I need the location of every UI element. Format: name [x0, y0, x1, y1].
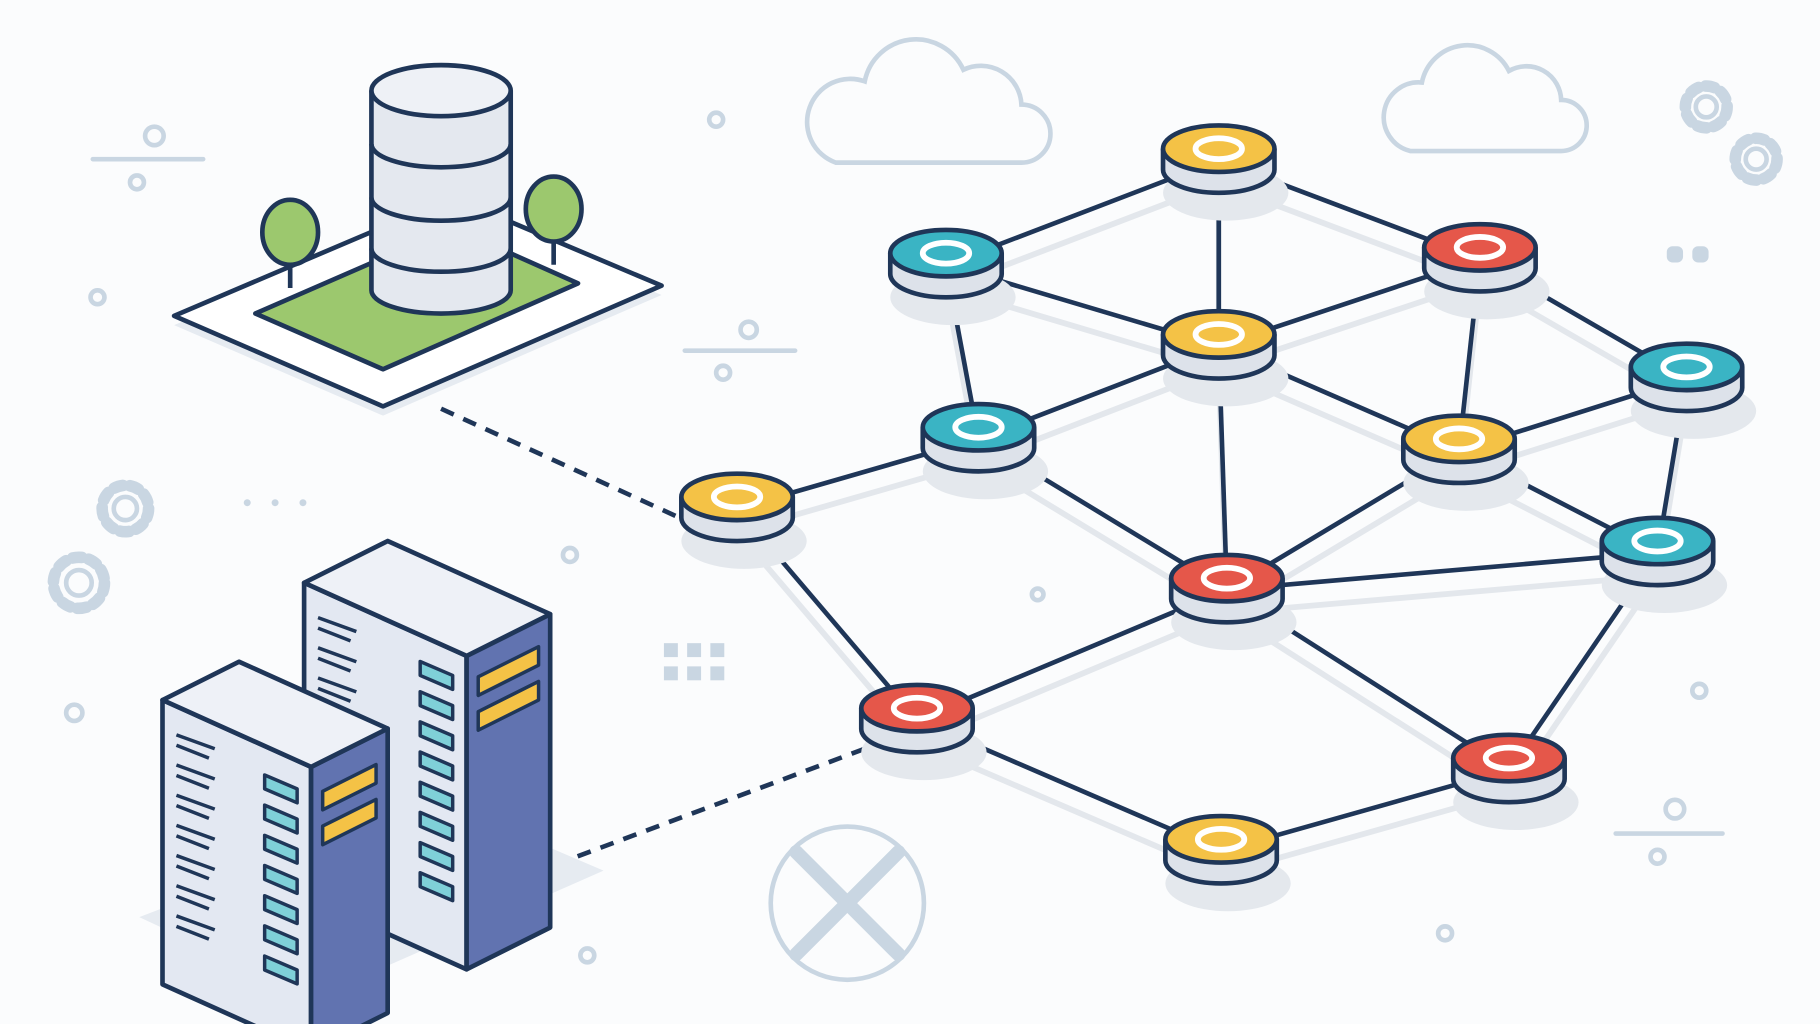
- network-node-yellow[interactable]: [1400, 413, 1529, 511]
- tree-icon: [260, 197, 321, 288]
- network-node-yellow[interactable]: [1160, 308, 1289, 407]
- drive-slot: [262, 773, 299, 805]
- network-node-teal[interactable]: [887, 227, 1016, 326]
- node-ring-icon: [919, 239, 973, 267]
- dashed-link-servers: [554, 746, 866, 868]
- dashed-link-database: [440, 406, 686, 523]
- node-ring-icon: [1631, 527, 1684, 555]
- drive-slot: [418, 720, 455, 752]
- network-node-teal[interactable]: [920, 401, 1049, 500]
- gear-icon: [96, 479, 155, 538]
- server-tower: [160, 659, 391, 1024]
- drive-slot: [262, 954, 299, 986]
- network-node-red[interactable]: [1421, 221, 1550, 320]
- network-node-yellow[interactable]: [1160, 123, 1289, 221]
- node-ring-icon: [1192, 321, 1245, 348]
- network-node-yellow[interactable]: [1163, 813, 1291, 912]
- cloud-icon: [804, 37, 1053, 165]
- slider-decoration: [682, 319, 798, 383]
- drive-slot: [262, 803, 299, 835]
- server-rack-icon: [139, 538, 604, 1024]
- cloud-icon: [1381, 42, 1590, 154]
- drive-slot: [418, 750, 455, 782]
- background-decorations: [47, 37, 1783, 983]
- compass-icon: [768, 824, 927, 983]
- server-indicator: [320, 797, 378, 847]
- node-ring-icon: [710, 483, 764, 511]
- drive-slot: [418, 840, 455, 873]
- slider-decoration: [90, 124, 206, 192]
- node-ring-icon: [1482, 744, 1536, 772]
- dashed-links: [440, 406, 866, 868]
- network-nodes: [679, 123, 1757, 912]
- network-node-red[interactable]: [1450, 732, 1579, 831]
- node-ring-icon: [952, 413, 1005, 441]
- drive-slot: [262, 924, 299, 956]
- grid-dots: [243, 246, 1709, 681]
- network-edge: [1226, 550, 1658, 593]
- node-ring-icon: [1432, 425, 1486, 453]
- drive-slot: [262, 893, 299, 926]
- server-indicator: [476, 644, 541, 698]
- drive-slot: [418, 810, 455, 842]
- tree-icon: [523, 174, 584, 265]
- gear-icon: [1679, 80, 1733, 134]
- drive-slot: [418, 659, 455, 692]
- drive-slot: [418, 689, 455, 722]
- node-ring-icon: [1453, 234, 1507, 261]
- drive-slot: [262, 833, 299, 865]
- node-ring-icon: [890, 694, 944, 722]
- network-node-teal[interactable]: [1599, 515, 1728, 613]
- gear-icon: [1729, 132, 1783, 186]
- gear-icon: [47, 551, 111, 615]
- node-ring-icon: [1192, 135, 1245, 163]
- drive-slot: [418, 871, 455, 903]
- node-ring-icon: [1660, 353, 1713, 381]
- drive-slot: [262, 863, 299, 896]
- network-node-teal[interactable]: [1628, 341, 1757, 439]
- network-node-red[interactable]: [858, 682, 987, 781]
- network-node-red[interactable]: [1168, 552, 1297, 651]
- server-indicator: [320, 762, 378, 812]
- drive-slot: [418, 780, 455, 812]
- node-ring-icon: [1200, 564, 1253, 592]
- network-node-yellow[interactable]: [679, 471, 807, 569]
- node-ring-icon: [1194, 825, 1248, 853]
- slider-decoration: [1613, 797, 1725, 867]
- server-indicator: [476, 679, 541, 732]
- edge-shadow: [1226, 572, 1658, 616]
- database-icon: [171, 62, 664, 416]
